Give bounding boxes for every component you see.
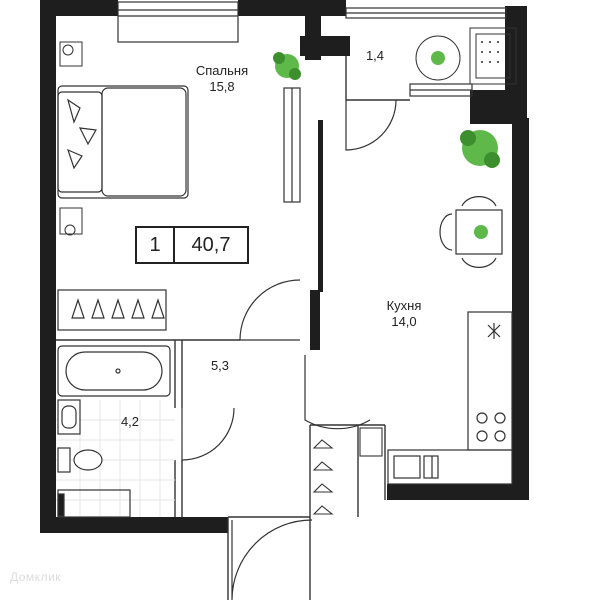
interior-walls xyxy=(56,56,410,600)
room-label-kitchen: Кухня 14,0 xyxy=(374,298,434,330)
plant-table xyxy=(474,225,488,239)
doors xyxy=(181,99,397,600)
balcony-furniture xyxy=(415,27,517,85)
room-area: 1,4 xyxy=(365,48,385,63)
room-area: 15,8 xyxy=(209,79,235,94)
room-label-bathroom: 4,2 xyxy=(115,414,145,430)
nightstands xyxy=(59,41,83,236)
room-label-bedroom: Спальня 15,8 xyxy=(188,63,256,95)
bathtub xyxy=(57,345,171,397)
kitchen-counter xyxy=(387,311,513,485)
apartment-badge: 1 40,7 xyxy=(135,226,249,264)
room-name: Кухня xyxy=(386,298,422,313)
plant-bedroom xyxy=(273,52,301,80)
watermark: Домклик xyxy=(10,570,62,584)
bathroom-fixtures xyxy=(57,399,131,518)
room-area: 4,2 xyxy=(120,414,140,429)
dotted-seat xyxy=(481,41,499,63)
plant-kitchen xyxy=(460,130,500,168)
room-name: Спальня xyxy=(195,63,249,78)
hall-wardrobe xyxy=(312,427,383,515)
windows xyxy=(117,1,507,97)
bed xyxy=(57,85,189,199)
rooms-count: 1 xyxy=(137,228,175,262)
total-area: 40,7 xyxy=(191,233,231,256)
room-area: 5,3 xyxy=(210,358,230,373)
wardrobe xyxy=(57,87,301,331)
dining-set xyxy=(439,196,503,268)
walls xyxy=(40,0,529,533)
room-label-hallway: 5,3 xyxy=(205,358,235,374)
room-label-balcony: 1,4 xyxy=(360,48,390,64)
plant-balcony xyxy=(431,51,445,65)
room-area: 14,0 xyxy=(391,314,417,329)
